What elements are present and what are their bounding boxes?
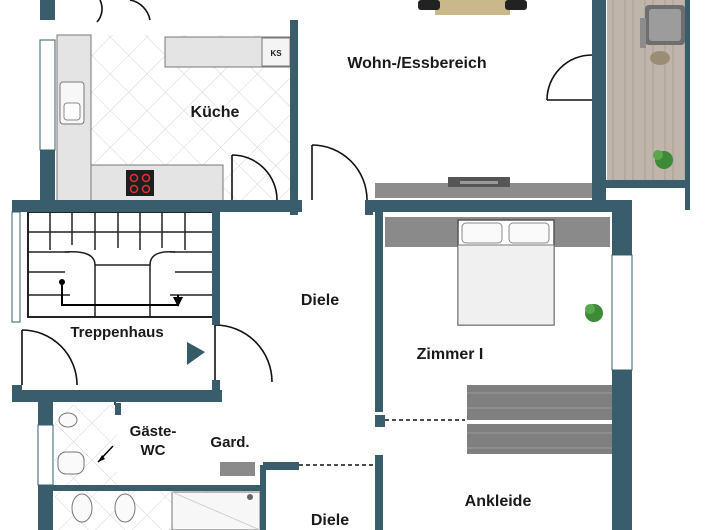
stair-arrow-icon <box>187 342 205 365</box>
wardrobe-upper <box>467 385 612 420</box>
stool-icon <box>650 51 670 65</box>
fridge-label: KS <box>270 49 282 58</box>
coat-rack <box>220 462 255 476</box>
pillow-icon <box>508 222 550 244</box>
wc-sink-icon <box>58 412 78 428</box>
fridge <box>261 37 291 67</box>
dining-table <box>435 0 510 15</box>
room-label-gard: Gard. <box>210 434 249 451</box>
room-label-zimmer: Zimmer I <box>417 346 484 363</box>
room-label-gaeste: Gäste- <box>130 423 177 440</box>
cooktop-icon <box>126 170 154 196</box>
room-label-kueche: Küche <box>191 104 240 121</box>
room-label-wohn: Wohn-/Essbereich <box>347 55 486 72</box>
room-label-treppenhaus: Treppenhaus <box>70 324 163 341</box>
stair-steps <box>28 212 213 318</box>
wardrobe-lower <box>467 424 612 454</box>
door-swings <box>21 0 593 405</box>
kitchen-counter-bottom <box>90 164 224 204</box>
toilet-icon <box>57 451 85 475</box>
room-label-ankleide: Ankleide <box>465 493 532 510</box>
walls <box>12 0 690 530</box>
dining-chair-icon <box>505 0 527 10</box>
dining-chair-icon <box>418 0 440 10</box>
pillow-icon <box>461 222 503 244</box>
windows <box>11 39 633 486</box>
toilet-icon <box>114 493 136 523</box>
sink-basin <box>63 102 81 121</box>
sideboard <box>375 183 595 198</box>
room-label-wc: WC <box>141 442 166 459</box>
room-label-diele: Diele <box>301 292 339 309</box>
room-label-diele-lower: Diele <box>311 512 349 529</box>
bidet-icon <box>71 493 93 523</box>
bed-blanket <box>457 244 555 326</box>
